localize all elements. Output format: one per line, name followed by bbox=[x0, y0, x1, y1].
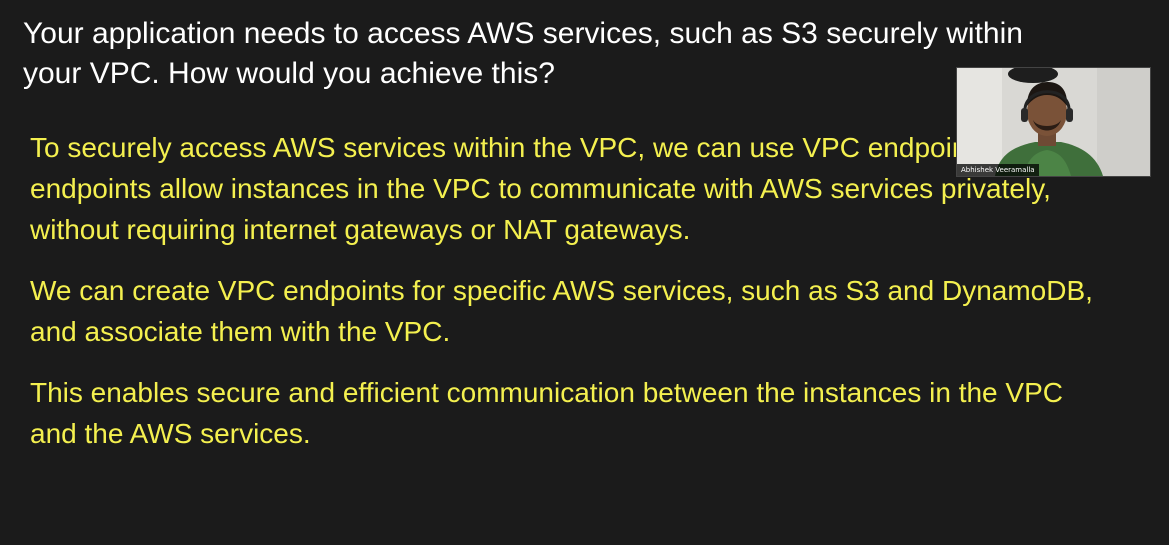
participant-name-label: Abhishek Veeramalla bbox=[957, 164, 1039, 176]
slide-question: Your application needs to access AWS ser… bbox=[23, 17, 1023, 90]
answer-paragraph: This enables secure and efficient commun… bbox=[30, 377, 1063, 449]
participant-video-feed bbox=[957, 68, 1150, 176]
slide-answer: To securely access AWS services within t… bbox=[30, 127, 1100, 474]
answer-paragraph: To securely access AWS services within t… bbox=[30, 132, 1063, 245]
answer-paragraph: We can create VPC endpoints for specific… bbox=[30, 275, 1093, 347]
webcam-video-tile[interactable]: Abhishek Veeramalla bbox=[956, 67, 1151, 177]
